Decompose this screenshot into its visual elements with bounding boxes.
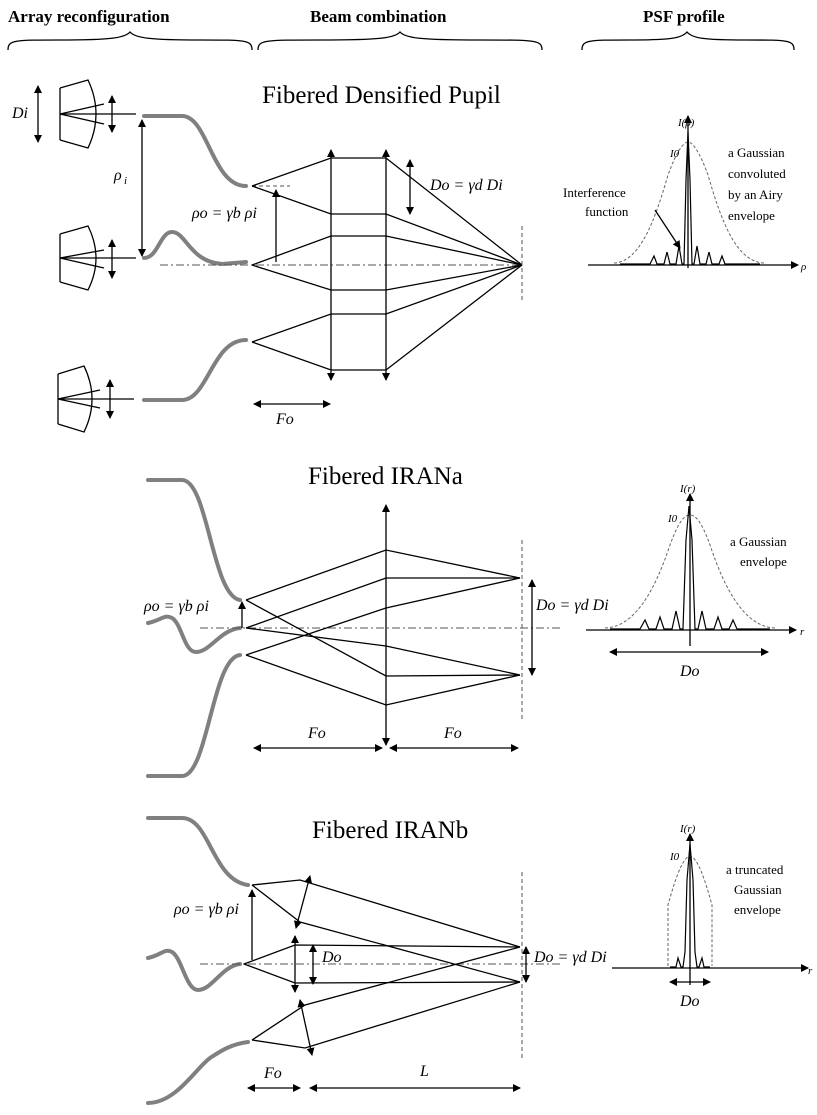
psf-x-label: r: [808, 965, 813, 977]
do-relation: Do = γd Di: [535, 597, 609, 614]
panel-fibered-irana: Fibered IRANa ρo = γb ρi Do = γd Di Fo F…: [143, 463, 805, 778]
rho-o-relation: ρo = γb ρi: [173, 901, 239, 918]
fo-label: Fo: [263, 1065, 282, 1082]
rho-i-label: ρ: [113, 167, 122, 184]
fo-label: Fo: [275, 411, 294, 428]
psf-i0-label: I0: [669, 148, 680, 160]
ray-bundle: [251, 157, 523, 371]
psf-curve: [610, 505, 770, 630]
psf-x-label: r: [800, 626, 805, 638]
envelope-label: envelope: [740, 554, 787, 569]
rho-o-relation: ρo = γb ρi: [191, 205, 257, 222]
envelope-label: a truncated: [726, 862, 784, 877]
envelope-label: convoluted: [728, 166, 786, 181]
psf-i0-label: I0: [669, 851, 680, 863]
do-small-label: Do: [321, 949, 342, 966]
interference-label: Interference: [563, 185, 626, 200]
brace-array: [7, 30, 253, 51]
fiber-1: [146, 816, 250, 887]
brace-psf: [581, 30, 795, 51]
psf-envelope: [667, 855, 713, 966]
rho-i-sub: i: [124, 175, 127, 187]
psf-y-label: I(ρ): [677, 117, 695, 129]
psf-y-label: I(r): [679, 483, 696, 495]
fiber-1: [146, 478, 242, 602]
brace-beam: [257, 30, 543, 51]
do-relation: Do = γd Di: [429, 177, 503, 194]
lenslet-3: [297, 999, 315, 1056]
panel3-title: Fibered IRANb: [312, 817, 468, 844]
interference-pointer: [654, 209, 681, 249]
psf-envelope: [613, 141, 765, 264]
panel1-title: Fibered Densified Pupil: [262, 82, 501, 109]
envelope-label: envelope: [734, 902, 781, 917]
lenslet-1: [293, 875, 313, 929]
envelope-label: by an Airy: [728, 187, 783, 202]
envelope-label: a Gaussian: [730, 534, 787, 549]
di-label: Di: [11, 105, 28, 122]
telescope-icon: [59, 225, 136, 291]
psf-curve: [620, 131, 760, 265]
fiber-3: [146, 653, 242, 778]
panel-fibered-densified-pupil: Fibered Densified Pupil Di: [11, 79, 806, 433]
psf-plot: I(ρ) ρ I0 Interference function a Gaussi…: [563, 115, 806, 273]
psf-width-label: Do: [679, 663, 700, 680]
header-psf-profile: PSF profile: [643, 7, 725, 26]
fiber-3: [146, 1040, 250, 1105]
l-label: L: [419, 1063, 429, 1080]
telescope-icon: [57, 365, 134, 433]
fiber-1: [142, 114, 248, 188]
psf-plot: I(r) r I0 Do a truncated Gaussian envelo…: [612, 823, 813, 1010]
fiber-3: [142, 338, 248, 402]
fo-label-right: Fo: [443, 725, 462, 742]
fiber-2: [146, 948, 242, 993]
psf-x-label: ρ: [800, 261, 806, 273]
rho-o-relation: ρo = γb ρi: [143, 598, 209, 615]
panel-fibered-iranb: Fibered IRANb ρo = γb ρi Do Do = γd Di F…: [146, 816, 813, 1105]
header-beam-combination: Beam combination: [310, 7, 447, 26]
envelope-label: Gaussian: [734, 882, 782, 897]
telescope-icon: [59, 79, 136, 149]
psf-y-label: I(r): [679, 823, 696, 835]
fiber-2: [142, 229, 248, 267]
psf-plot: I(r) r I0 Do a Gaussian envelope: [586, 483, 805, 680]
do-relation: Do = γd Di: [533, 949, 607, 966]
envelope-label: a Gaussian: [728, 145, 785, 160]
envelope-label: envelope: [728, 208, 775, 223]
panel2-title: Fibered IRANa: [308, 463, 463, 490]
fiber-2: [146, 614, 242, 655]
psf-i0-label: I0: [667, 513, 678, 525]
header-array-reconfiguration: Array reconfiguration: [8, 7, 170, 26]
interference-label-2: function: [585, 204, 629, 219]
psf-width-label: Do: [679, 993, 700, 1010]
psf-curve: [670, 843, 710, 968]
fo-label-left: Fo: [307, 725, 326, 742]
